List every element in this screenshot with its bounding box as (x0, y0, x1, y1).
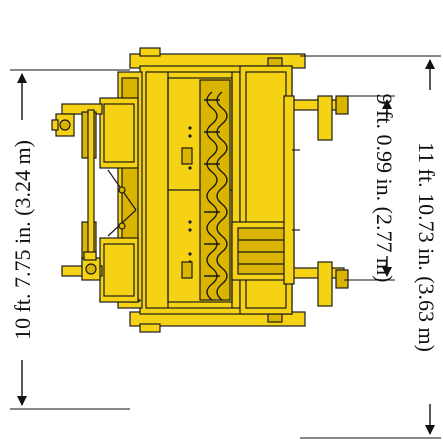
dimension-rotor-width: 9 ft. 0.99 in. (2.77 m) (344, 94, 397, 283)
dimension-overall-width: 10 ft. 7.75 in. (3.24 m) (10, 69, 130, 410)
rotor-teeth (204, 91, 228, 301)
mulcher-top-view (51, 47, 349, 333)
left-drive-housing-upper (99, 97, 139, 169)
dimension-overall-length: 11 ft. 10.73 in. (3.63 m) (300, 55, 441, 439)
overall-width-label: 10 ft. 7.75 in. (3.24 m) (10, 140, 35, 340)
left-hitch-upper (51, 113, 75, 137)
left-hitch-lower (81, 251, 101, 281)
overall-length-label: 11 ft. 10.73 in. (3.63 m) (414, 142, 439, 352)
rotor-width-label: 9 ft. 0.99 in. (2.77 m) (372, 94, 397, 283)
